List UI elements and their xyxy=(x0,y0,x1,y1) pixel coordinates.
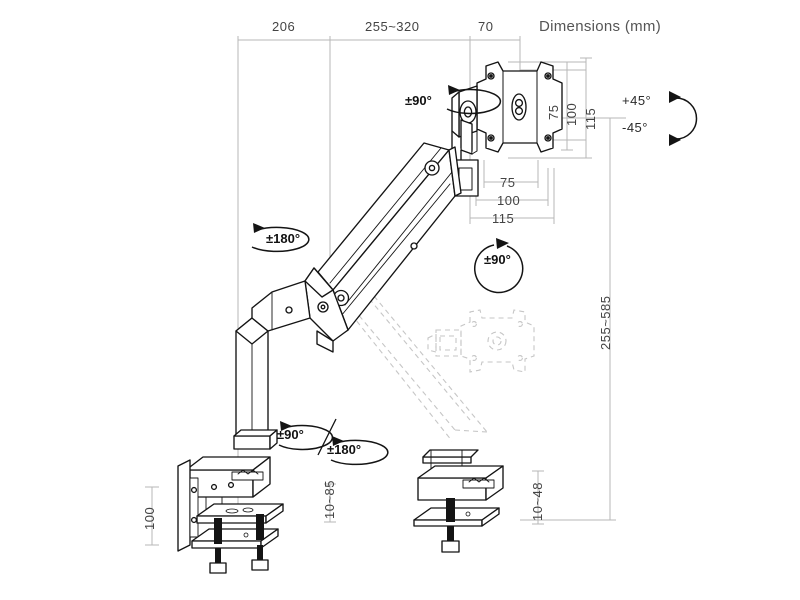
vesa-v-label-100: 100 xyxy=(564,102,579,126)
callout-divider xyxy=(317,418,337,456)
screen-rotation-glyph xyxy=(446,85,502,115)
callout-base-rotation: ±180° xyxy=(327,442,362,457)
top-dim-label-206: 206 xyxy=(272,19,296,34)
top-dim-label-extension: 255~320 xyxy=(365,19,420,34)
tilt-label-up: +45° xyxy=(622,93,652,108)
riser-post xyxy=(233,280,311,450)
grommet-thickness-label: 10~48 xyxy=(530,481,545,521)
clamp-thickness-label: 10~85 xyxy=(322,479,337,519)
callout-arm-rotation: ±180° xyxy=(266,231,301,246)
vesa-h-label-115: 115 xyxy=(492,211,515,226)
vesa-h-label-75: 75 xyxy=(500,175,516,190)
callout-screen-rotation: ±90° xyxy=(405,93,432,108)
base-rotation-glyph xyxy=(330,436,389,466)
grommet-base xyxy=(413,449,504,553)
top-dim-label-70: 70 xyxy=(478,19,494,34)
clamp-height-label: 100 xyxy=(142,506,157,530)
elbow-joint xyxy=(304,267,349,353)
arm-rotation-glyph xyxy=(251,223,310,253)
vesa-h-label-100: 100 xyxy=(497,193,521,208)
callout-base-tilt: ±90° xyxy=(277,427,304,442)
vesa-plate xyxy=(476,61,563,153)
rotation-glyph-layer xyxy=(251,85,698,466)
tilt-label-down: -45° xyxy=(622,120,648,135)
height-range-label: 255~585 xyxy=(598,295,613,350)
bracket-swivel-glyph xyxy=(473,238,524,294)
callout-bracket-swivel: ±90° xyxy=(484,252,511,267)
tilt-arc-glyph xyxy=(669,91,698,146)
vesa-v-label-75: 75 xyxy=(546,104,561,120)
drawing-title: Dimensions (mm) xyxy=(539,18,662,35)
clamp-base xyxy=(177,456,284,574)
base-tilt-glyph xyxy=(278,421,334,451)
vesa-v-label-115: 115 xyxy=(583,107,598,130)
